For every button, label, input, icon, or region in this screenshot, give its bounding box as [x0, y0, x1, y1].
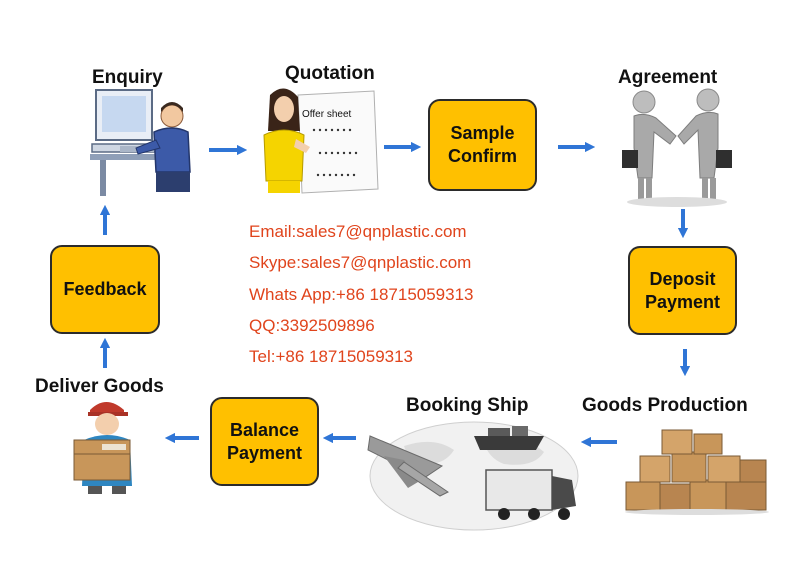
step-label-booking-ship: Booking Ship: [406, 395, 529, 416]
step-label-deliver-goods: Deliver Goods: [35, 376, 164, 397]
contact-whatsapp: Whats App:+86 18715059313: [249, 285, 474, 304]
handshake-icon: [622, 88, 732, 207]
shipping-icon: [367, 421, 579, 531]
delivery-man-icon: [73, 402, 132, 494]
deposit-payment-line1: Deposit: [649, 268, 716, 289]
step-label-quotation: Quotation: [285, 63, 375, 84]
feedback-box: Feedback: [50, 245, 160, 334]
step-label-enquiry: Enquiry: [92, 67, 163, 88]
contact-tel: Tel:+86 18715059313: [249, 347, 414, 366]
feedback-label: Feedback: [63, 279, 147, 299]
contact-email: Email:sales7@qnplastic.com: [249, 222, 467, 241]
offer-sheet-title: Offer sheet: [302, 109, 352, 120]
balance-payment-line2: Payment: [226, 442, 303, 463]
contact-qq: QQ:3392509896: [249, 316, 375, 335]
step-label-agreement: Agreement: [618, 67, 718, 88]
step-label-goods-production: Goods Production: [582, 395, 748, 416]
offer-sheet-woman-icon: Offer sheet: [263, 88, 379, 194]
computer-user-icon: [90, 89, 191, 196]
deposit-payment-line2: Payment: [644, 291, 721, 312]
sample-confirm-line1: Sample: [450, 123, 515, 143]
sample-confirm-line2: Confirm: [448, 146, 517, 166]
balance-payment-line1: Balance: [229, 419, 300, 440]
cardboard-boxes-icon: [625, 429, 769, 515]
contact-skype: Skype:sales7@qnplastic.com: [249, 253, 472, 272]
